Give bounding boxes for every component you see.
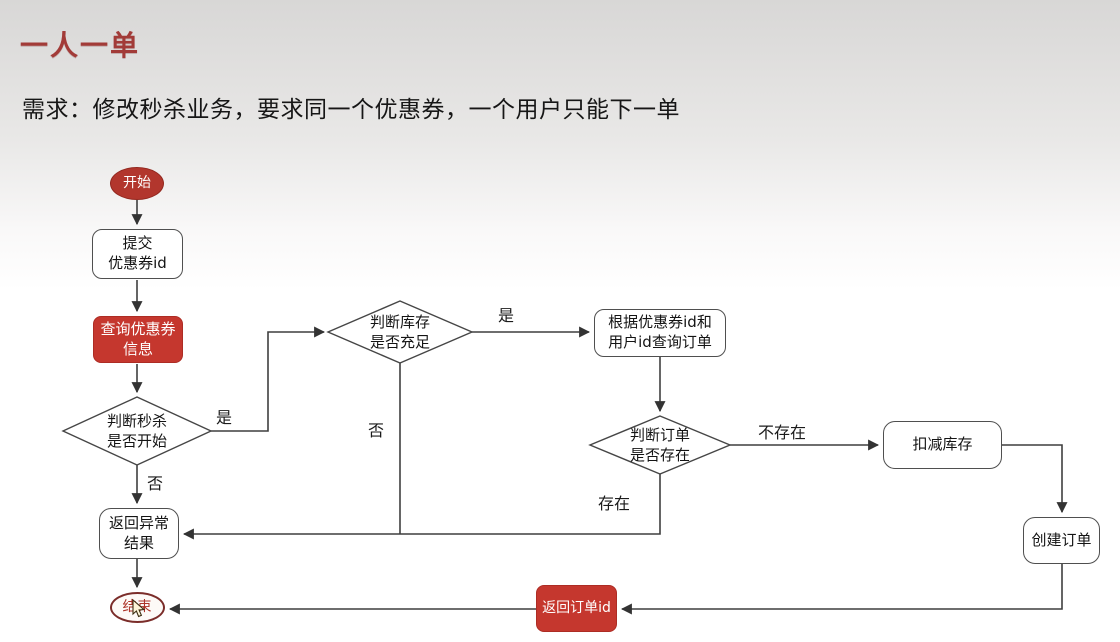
decision-check-order-shape (588, 415, 732, 475)
decision-check-seckill-label: 判断秒杀 是否开始 (106, 412, 167, 451)
edge-label-order-exists: 存在 (598, 494, 631, 513)
process-query-coupon-info: 查询优惠券 信息 (93, 316, 183, 363)
edge-label-stock-no: 否 (368, 421, 385, 440)
edge-create-to-return-id (620, 564, 1063, 615)
edge-label-order-not-exists: 不存在 (758, 423, 807, 442)
process-submit-coupon-id: 提交 优惠券id (92, 229, 183, 279)
decision-check-order-label: 判断订单 是否存在 (629, 426, 690, 465)
edge-label-seckill-no: 否 (147, 474, 164, 493)
requirement-text: 需求：修改秒杀业务，要求同一个优惠券，一个用户只能下一单 (22, 97, 680, 123)
process-create-order: 创建订单 (1023, 517, 1100, 564)
decision-check-stock-shape (326, 300, 474, 364)
decision-check-stock-label: 判断库存 是否充足 (369, 313, 430, 352)
page-title: 一人一单 (20, 29, 141, 62)
edge-label-stock-yes: 是 (498, 306, 515, 325)
process-query-order-by-ids: 根据优惠券id和 用户id查询订单 (594, 309, 726, 357)
edge-deduct-to-create (1002, 444, 1068, 514)
mouse-cursor-icon (132, 599, 146, 618)
start-node: 开始 (110, 167, 164, 200)
edge-seckill-yes-to-stock (211, 326, 326, 432)
process-return-error: 返回异常 结果 (99, 508, 179, 559)
process-return-order-id: 返回订单id (536, 585, 617, 632)
edge-order-exists-to-error (182, 474, 661, 540)
process-deduct-stock: 扣减库存 (883, 421, 1002, 469)
decision-check-seckill-shape (61, 396, 213, 466)
edge-label-seckill-yes: 是 (216, 408, 233, 427)
